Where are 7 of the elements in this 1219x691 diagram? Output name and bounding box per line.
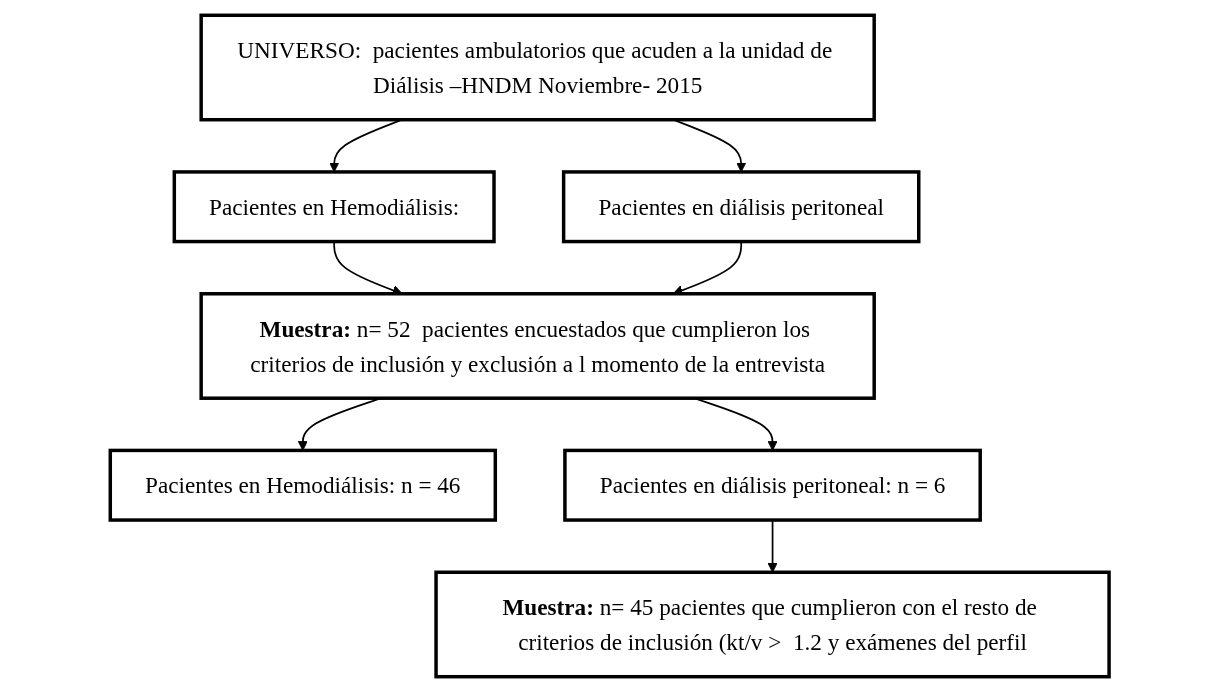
node-box: Pacientes en diálisis peritoneal	[561, 169, 921, 243]
node-box: Pacientes en diálisis peritoneal: n = 6	[563, 448, 982, 522]
node-box: UNIVERSO: pacientes ambulatorios que acuden a la unidad de Diálisis –HNDM Noviembre- 2015	[199, 13, 876, 121]
node-box: Pacientes en Hemodiálisis: n = 46	[108, 448, 497, 522]
node-box: Pacientes en Hemodiálisis:	[172, 169, 496, 243]
node-box: Muestra: n= 52 pacientes encuestados que cumplieron los criterios de inclusión y exclusión a l momento de la entrevista	[199, 291, 876, 400]
node-box: Muestra: n= 45 pacientes que cumplieron con el resto de criterios de inclusión (kt/v > 1.2 y exámenes del perfil	[434, 570, 1111, 678]
